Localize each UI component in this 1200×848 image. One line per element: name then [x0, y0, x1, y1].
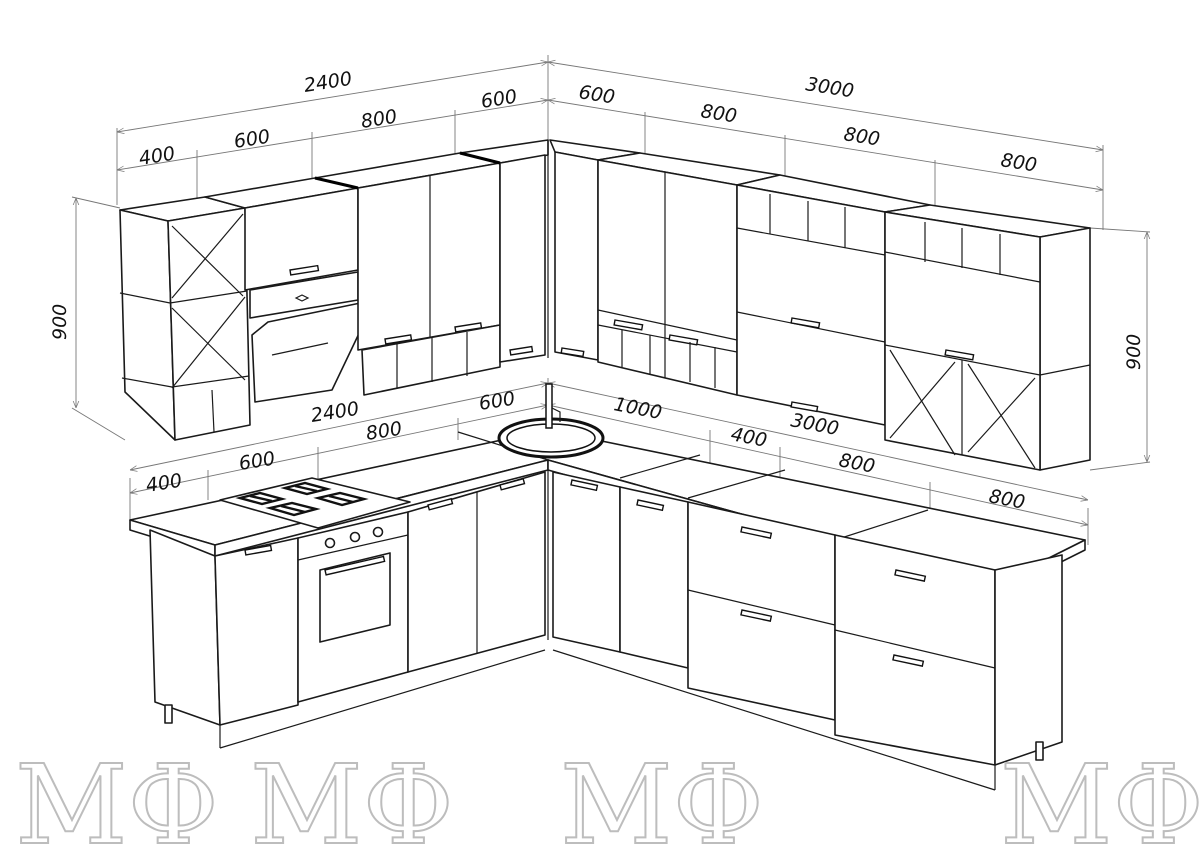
faucet-icon: [545, 383, 553, 429]
dim-upper-right-total: 3000: [804, 73, 855, 102]
dim-upper-left-total: 2400: [302, 68, 353, 97]
dim-lower-right-seg: 400: [729, 423, 769, 452]
lower-cabinets-left: [149, 471, 546, 749]
dim-lower-left-seg: 600: [477, 388, 516, 415]
watermark-logo: МФ: [560, 741, 764, 848]
dim-lower-right-seg: 1000: [612, 393, 664, 424]
dim-lower-right-seg: 800: [837, 449, 877, 478]
dim-lower-left-seg: 600: [237, 448, 276, 475]
dim-upper-right-seg: 800: [842, 123, 881, 150]
dimension-lines: [71, 55, 1150, 545]
watermark-logo: МФ: [15, 741, 219, 848]
lower-cabinets-right: [547, 470, 1063, 791]
dim-upper-right-seg: 800: [699, 100, 738, 127]
dim-lower-right-seg: 800: [987, 485, 1027, 514]
gas-hob: [219, 477, 411, 529]
watermark: МФ МФ МФ МФ: [14, 740, 1200, 848]
leg: [164, 704, 173, 724]
watermark-logo: МФ: [250, 741, 454, 848]
dim-upper-right-seg: 600: [577, 81, 616, 108]
upper-cabinets-right: [547, 139, 1091, 471]
dim-upper-right-seg: 800: [999, 149, 1038, 176]
dim-left-height: 900: [49, 304, 71, 340]
dim-upper-left-seg: 600: [479, 86, 518, 113]
dim-right-height: 900: [1123, 334, 1145, 370]
dim-lower-left-total: 2400: [309, 398, 360, 427]
dim-lower-left-seg: 400: [144, 470, 183, 497]
dim-upper-left-seg: 800: [359, 106, 398, 133]
upper-cabinets-left: [119, 139, 549, 441]
sink: [497, 383, 605, 459]
dim-upper-left-seg: 400: [137, 143, 176, 170]
watermark-logo: МФ: [1000, 741, 1200, 848]
dim-lower-left-seg: 800: [364, 418, 403, 445]
dim-upper-left-seg: 600: [232, 126, 271, 153]
leg: [1035, 741, 1044, 761]
